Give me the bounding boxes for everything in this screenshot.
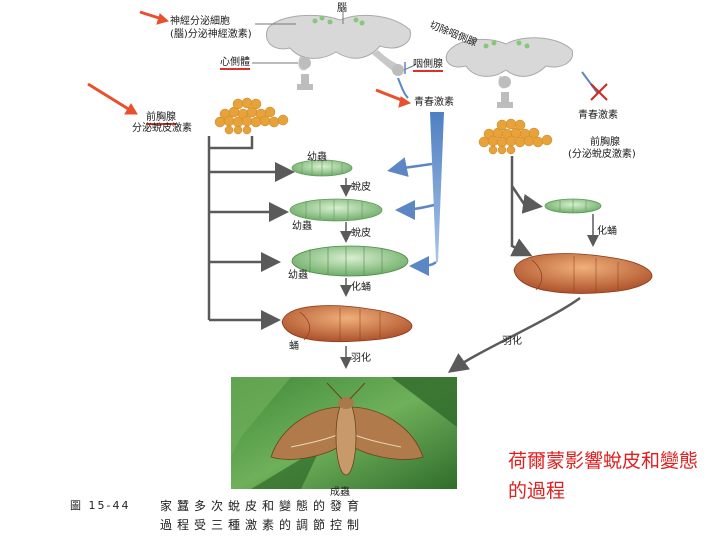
pupa-left	[281, 305, 413, 343]
prothoracic-gland-left	[214, 97, 289, 135]
figure-number: 圖 15-44	[70, 499, 131, 512]
label-eclosion-right: 羽化	[502, 336, 522, 347]
label-juvenile-hormone: 青春激素	[414, 97, 454, 108]
label-larva-3: 幼蟲	[288, 270, 308, 281]
label-corpora-cardiaca: 心側體	[220, 57, 250, 70]
label-prothoracic-gland: 前胸腺	[146, 112, 176, 125]
right-flow-lines	[447, 156, 599, 373]
adult-moth-photo	[231, 377, 457, 489]
caption-hormone-effects: 荷爾蒙影響蛻皮和變態的過程	[508, 450, 699, 502]
label-molt-1: 蛻皮	[351, 182, 371, 193]
label-pupate-1: 化蛹	[351, 282, 371, 293]
label-brain: 腦	[337, 3, 347, 14]
label-larva-2: 幼蟲	[292, 221, 312, 232]
figure-caption-line-1: 家蠶多次蛻皮和變態的發育	[160, 499, 365, 513]
label-prothoracic-gland-right: 前胸腺	[590, 137, 620, 148]
figure-caption-line-2: 過程受三種激素的調節控制	[160, 518, 365, 532]
red-pointer-arrows	[87, 10, 412, 115]
larva-2	[289, 198, 383, 222]
prothoracic-gland-right	[478, 118, 553, 155]
label-pupa: 蛹	[289, 341, 299, 352]
excised-hormone-path	[581, 71, 608, 101]
brain-left-graphic	[252, 12, 416, 76]
left-flow-lines	[207, 136, 352, 369]
label-adult: 成蟲	[330, 487, 350, 498]
label-pupate-right: 化蛹	[597, 226, 617, 237]
neck-connectors	[297, 74, 513, 108]
brain-right-graphic	[445, 37, 574, 89]
larva-3	[291, 245, 409, 277]
label-neurosecretory-cells: 神經分泌細胞	[170, 16, 230, 27]
larva-1	[291, 159, 353, 177]
label-larva-1: 幼蟲	[307, 152, 327, 163]
larva-right	[544, 198, 602, 214]
label-neurohormone: (腦)分泌神經激素)	[170, 29, 252, 40]
label-juvenile-hormone-right: 青春激素	[578, 110, 618, 121]
label-corpora-allata: 咽側腺	[413, 59, 443, 72]
label-secrete-ecdysone-right: (分泌蛻皮激素)	[568, 149, 636, 160]
figure-caption: 家蠶多次蛻皮和變態的發育 過程受三種激素的調節控制	[160, 497, 364, 535]
pupa-right	[513, 253, 653, 294]
juvenile-hormone-flow	[387, 62, 444, 276]
label-molt-2: 蛻皮	[351, 228, 371, 239]
label-eclosion-1: 羽化	[351, 353, 371, 364]
label-secrete-ecdysone: 分泌蛻皮激素	[132, 123, 192, 134]
